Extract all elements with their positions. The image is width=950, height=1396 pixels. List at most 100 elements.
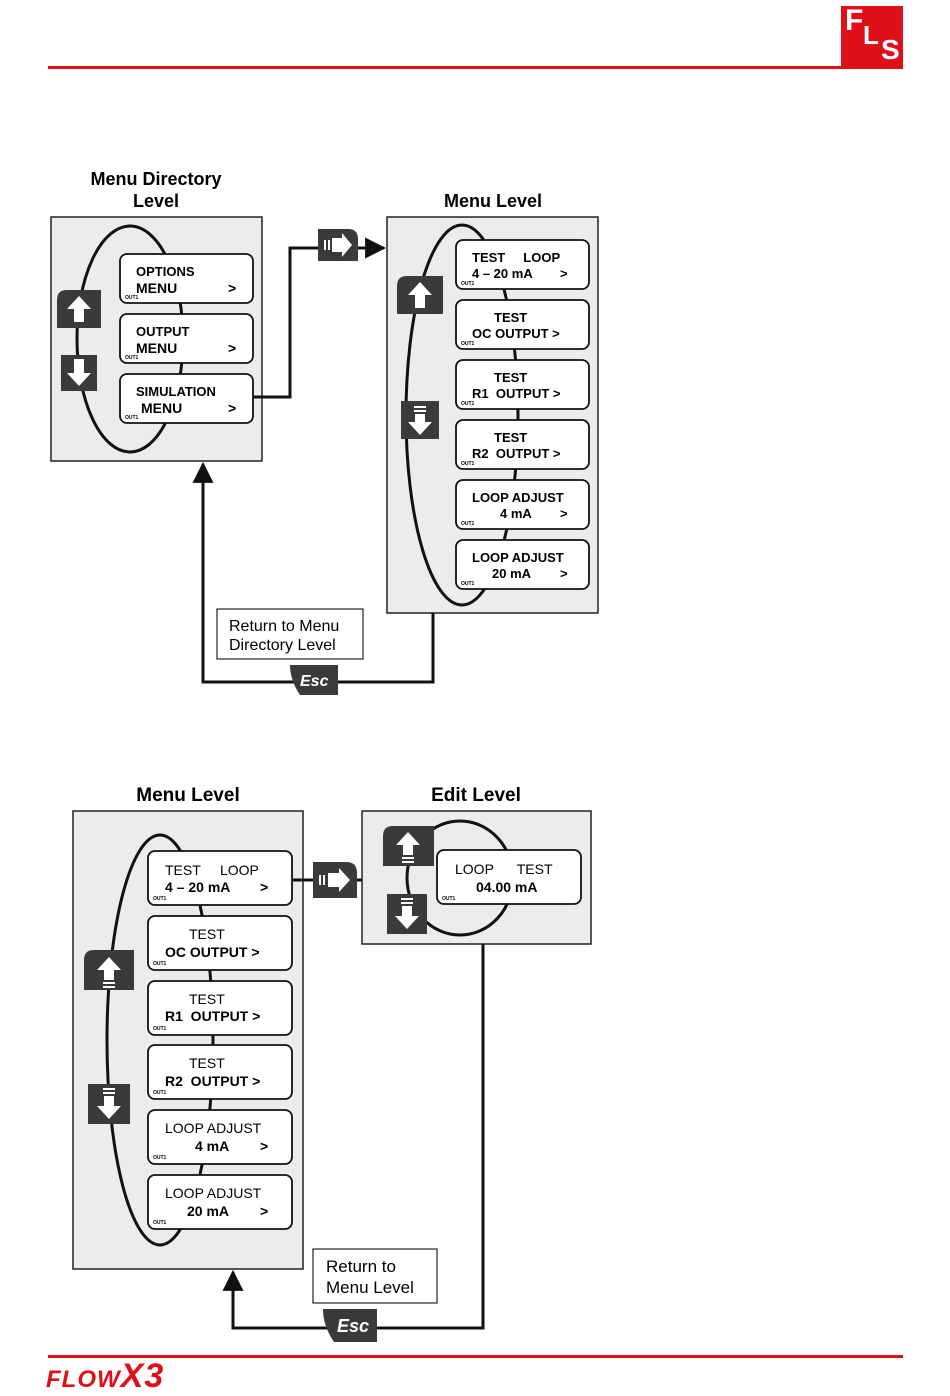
d1-dir-item-output[interactable]: OUTPUT MENU > OUT1 — [119, 313, 254, 364]
d2-menu-item-line1: LOOP ADJUST — [165, 1120, 262, 1136]
d1-right-down-key-icon[interactable] — [401, 401, 439, 439]
d1-menu-item-line1: TEST LOOP — [472, 250, 560, 265]
d2-menu-item-line2: OC OUTPUT > — [165, 944, 260, 960]
d2-menu-item-test-oc[interactable]: TEST OC OUTPUT > OUT1 — [147, 915, 293, 971]
d2-edit-down-key-icon[interactable] — [387, 894, 427, 934]
d1-out-tag: OUT1 — [461, 521, 475, 527]
d2-out-tag: OUT1 — [153, 1155, 167, 1161]
d1-menu-item-arrow: > — [560, 566, 568, 581]
d1-esc-key-icon[interactable]: Esc — [290, 665, 338, 695]
d1-up-key-icon[interactable] — [57, 290, 101, 328]
d1-left-title-line2: Level — [133, 191, 179, 211]
d2-down-key-icon[interactable] — [88, 1084, 130, 1124]
d2-edit-item[interactable]: LOOP TEST 04.00 mA OUT1 — [436, 849, 582, 905]
brand-suffix: X3 — [120, 1357, 165, 1395]
header-rule — [48, 66, 903, 69]
d1-menu-item-line2: R1 OUTPUT > — [472, 386, 561, 401]
logo-letter-s: S — [881, 34, 900, 65]
d1-menu-item-line1: TEST — [494, 310, 527, 325]
d1-right-title: Menu Level — [444, 191, 542, 211]
d1-menu-item-line1: LOOP ADJUST — [472, 550, 564, 565]
d1-right-up-key-icon[interactable] — [397, 276, 443, 314]
d1-menu-item-line2: 4 – 20 mA — [472, 266, 533, 281]
d2-return-label-box — [312, 1248, 438, 1304]
d2-menu-item-line1: TEST — [189, 991, 225, 1007]
d2-out-tag: OUT1 — [153, 961, 167, 967]
d2-menu-item-arrow: > — [260, 1138, 268, 1154]
d1-dir-item-arrow: > — [228, 400, 236, 416]
logo-letter-f: F — [845, 4, 864, 37]
d2-out-tag: OUT1 — [442, 896, 456, 902]
d2-menu-item-line2: 4 – 20 mA — [165, 879, 230, 895]
d1-out-tag: OUT1 — [125, 295, 139, 301]
d1-out-tag: OUT1 — [461, 461, 475, 467]
d1-esc-label: Esc — [300, 673, 329, 690]
d2-right-title: Edit Level — [431, 785, 521, 806]
d1-out-tag: OUT1 — [461, 281, 475, 287]
d1-menu-item-line1: LOOP ADJUST — [472, 490, 564, 505]
d1-dir-item-line1: SIMULATION — [136, 384, 216, 399]
d1-dir-item-options[interactable]: OPTIONS MENU > OUT1 — [119, 253, 254, 304]
d2-menu-item-line2: 4 mA — [195, 1138, 229, 1154]
d1-left-title-line1: Menu Directory — [90, 169, 221, 189]
d2-menu-item-test-r1[interactable]: TEST R1 OUTPUT > OUT1 — [147, 980, 293, 1036]
d2-out-tag: OUT1 — [153, 1090, 167, 1096]
d1-dir-item-arrow: > — [228, 340, 236, 356]
d2-menu-item-test-r2[interactable]: TEST R2 OUTPUT > OUT1 — [147, 1044, 293, 1100]
d2-menu-item-arrow: > — [260, 879, 268, 895]
d2-up-key-icon[interactable] — [84, 950, 134, 990]
d2-return-label-line1: Return to — [326, 1257, 396, 1276]
d2-enter-key-icon[interactable] — [313, 862, 357, 898]
d1-return-label-line1: Return to Menu — [229, 618, 339, 635]
d1-menu-item-line1: TEST — [494, 430, 527, 445]
d1-menu-item-test-r1[interactable]: TEST R1 OUTPUT > OUT1 — [455, 359, 590, 410]
d1-dir-item-line2: MENU — [141, 400, 182, 416]
d1-menu-item-loop-adjust-20[interactable]: LOOP ADJUST 20 mA > OUT1 — [455, 539, 590, 590]
d1-dir-item-line2: MENU — [136, 280, 177, 296]
d2-menu-item-loop-adjust-20[interactable]: LOOP ADJUST 20 mA > OUT1 — [147, 1174, 293, 1230]
d1-out-tag: OUT1 — [125, 415, 139, 421]
d1-menu-item-line2: 4 mA — [500, 506, 532, 521]
d2-edit-item-line1: LOOP TEST — [455, 861, 553, 877]
d1-dir-item-line2: MENU — [136, 340, 177, 356]
d1-menu-item-line2: R2 OUTPUT > — [472, 446, 561, 461]
d2-menu-item-loop-adjust-4[interactable]: LOOP ADJUST 4 mA > OUT1 — [147, 1109, 293, 1165]
d2-menu-item-line2: 20 mA — [187, 1203, 229, 1219]
d2-edit-up-key-icon[interactable] — [383, 826, 434, 866]
d2-left-title: Menu Level — [136, 785, 239, 806]
d1-menu-item-line2: OC OUTPUT > — [472, 326, 560, 341]
d1-menu-item-test-loop[interactable]: TEST LOOP 4 – 20 mA > OUT1 — [455, 239, 590, 290]
d1-menu-item-test-oc[interactable]: TEST OC OUTPUT > OUT1 — [455, 299, 590, 350]
d2-menu-item-line1: LOOP ADJUST — [165, 1185, 262, 1201]
d1-down-key-icon[interactable] — [61, 355, 97, 391]
brand-prefix: FLOW — [46, 1366, 121, 1393]
d1-out-tag: OUT1 — [461, 401, 475, 407]
d1-menu-item-line2: 20 mA — [492, 566, 532, 581]
d1-dir-item-arrow: > — [228, 280, 236, 296]
d2-return-label-line2: Menu Level — [326, 1278, 414, 1297]
fls-logo: F L S — [841, 4, 903, 68]
d2-out-tag: OUT1 — [153, 1026, 167, 1032]
d1-enter-key-icon[interactable] — [318, 229, 358, 261]
d2-menu-item-test-loop[interactable]: TEST LOOP 4 – 20 mA > OUT1 — [147, 850, 293, 906]
d2-esc-label: Esc — [337, 1316, 369, 1336]
d1-dir-item-line1: OPTIONS — [136, 264, 195, 279]
d1-dir-item-simulation[interactable]: SIMULATION MENU > OUT1 — [119, 373, 254, 424]
d1-return-label-box — [216, 608, 364, 660]
d2-menu-item-line2: R1 OUTPUT > — [165, 1008, 260, 1024]
d1-return-label-line2: Directory Level — [229, 637, 336, 654]
d1-menu-item-loop-adjust-4[interactable]: LOOP ADJUST 4 mA > OUT1 — [455, 479, 590, 530]
d1-dir-item-line1: OUTPUT — [136, 324, 190, 339]
d1-menu-item-arrow: > — [560, 506, 568, 521]
d1-menu-item-test-r2[interactable]: TEST R2 OUTPUT > OUT1 — [455, 419, 590, 470]
d2-esc-key-icon[interactable]: Esc — [323, 1309, 377, 1342]
d2-menu-item-arrow: > — [260, 1203, 268, 1219]
d1-out-tag: OUT1 — [461, 341, 475, 347]
d2-menu-item-line1: TEST LOOP — [165, 862, 259, 878]
flowx3-brand-logo: FLOWX3 — [46, 1357, 164, 1396]
d2-menu-item-line2: R2 OUTPUT > — [165, 1073, 260, 1089]
d2-edit-item-line2: 04.00 mA — [476, 879, 537, 895]
d1-menu-item-arrow: > — [560, 266, 568, 281]
footer-rule — [48, 1355, 903, 1358]
d2-menu-item-line1: TEST — [189, 926, 225, 942]
